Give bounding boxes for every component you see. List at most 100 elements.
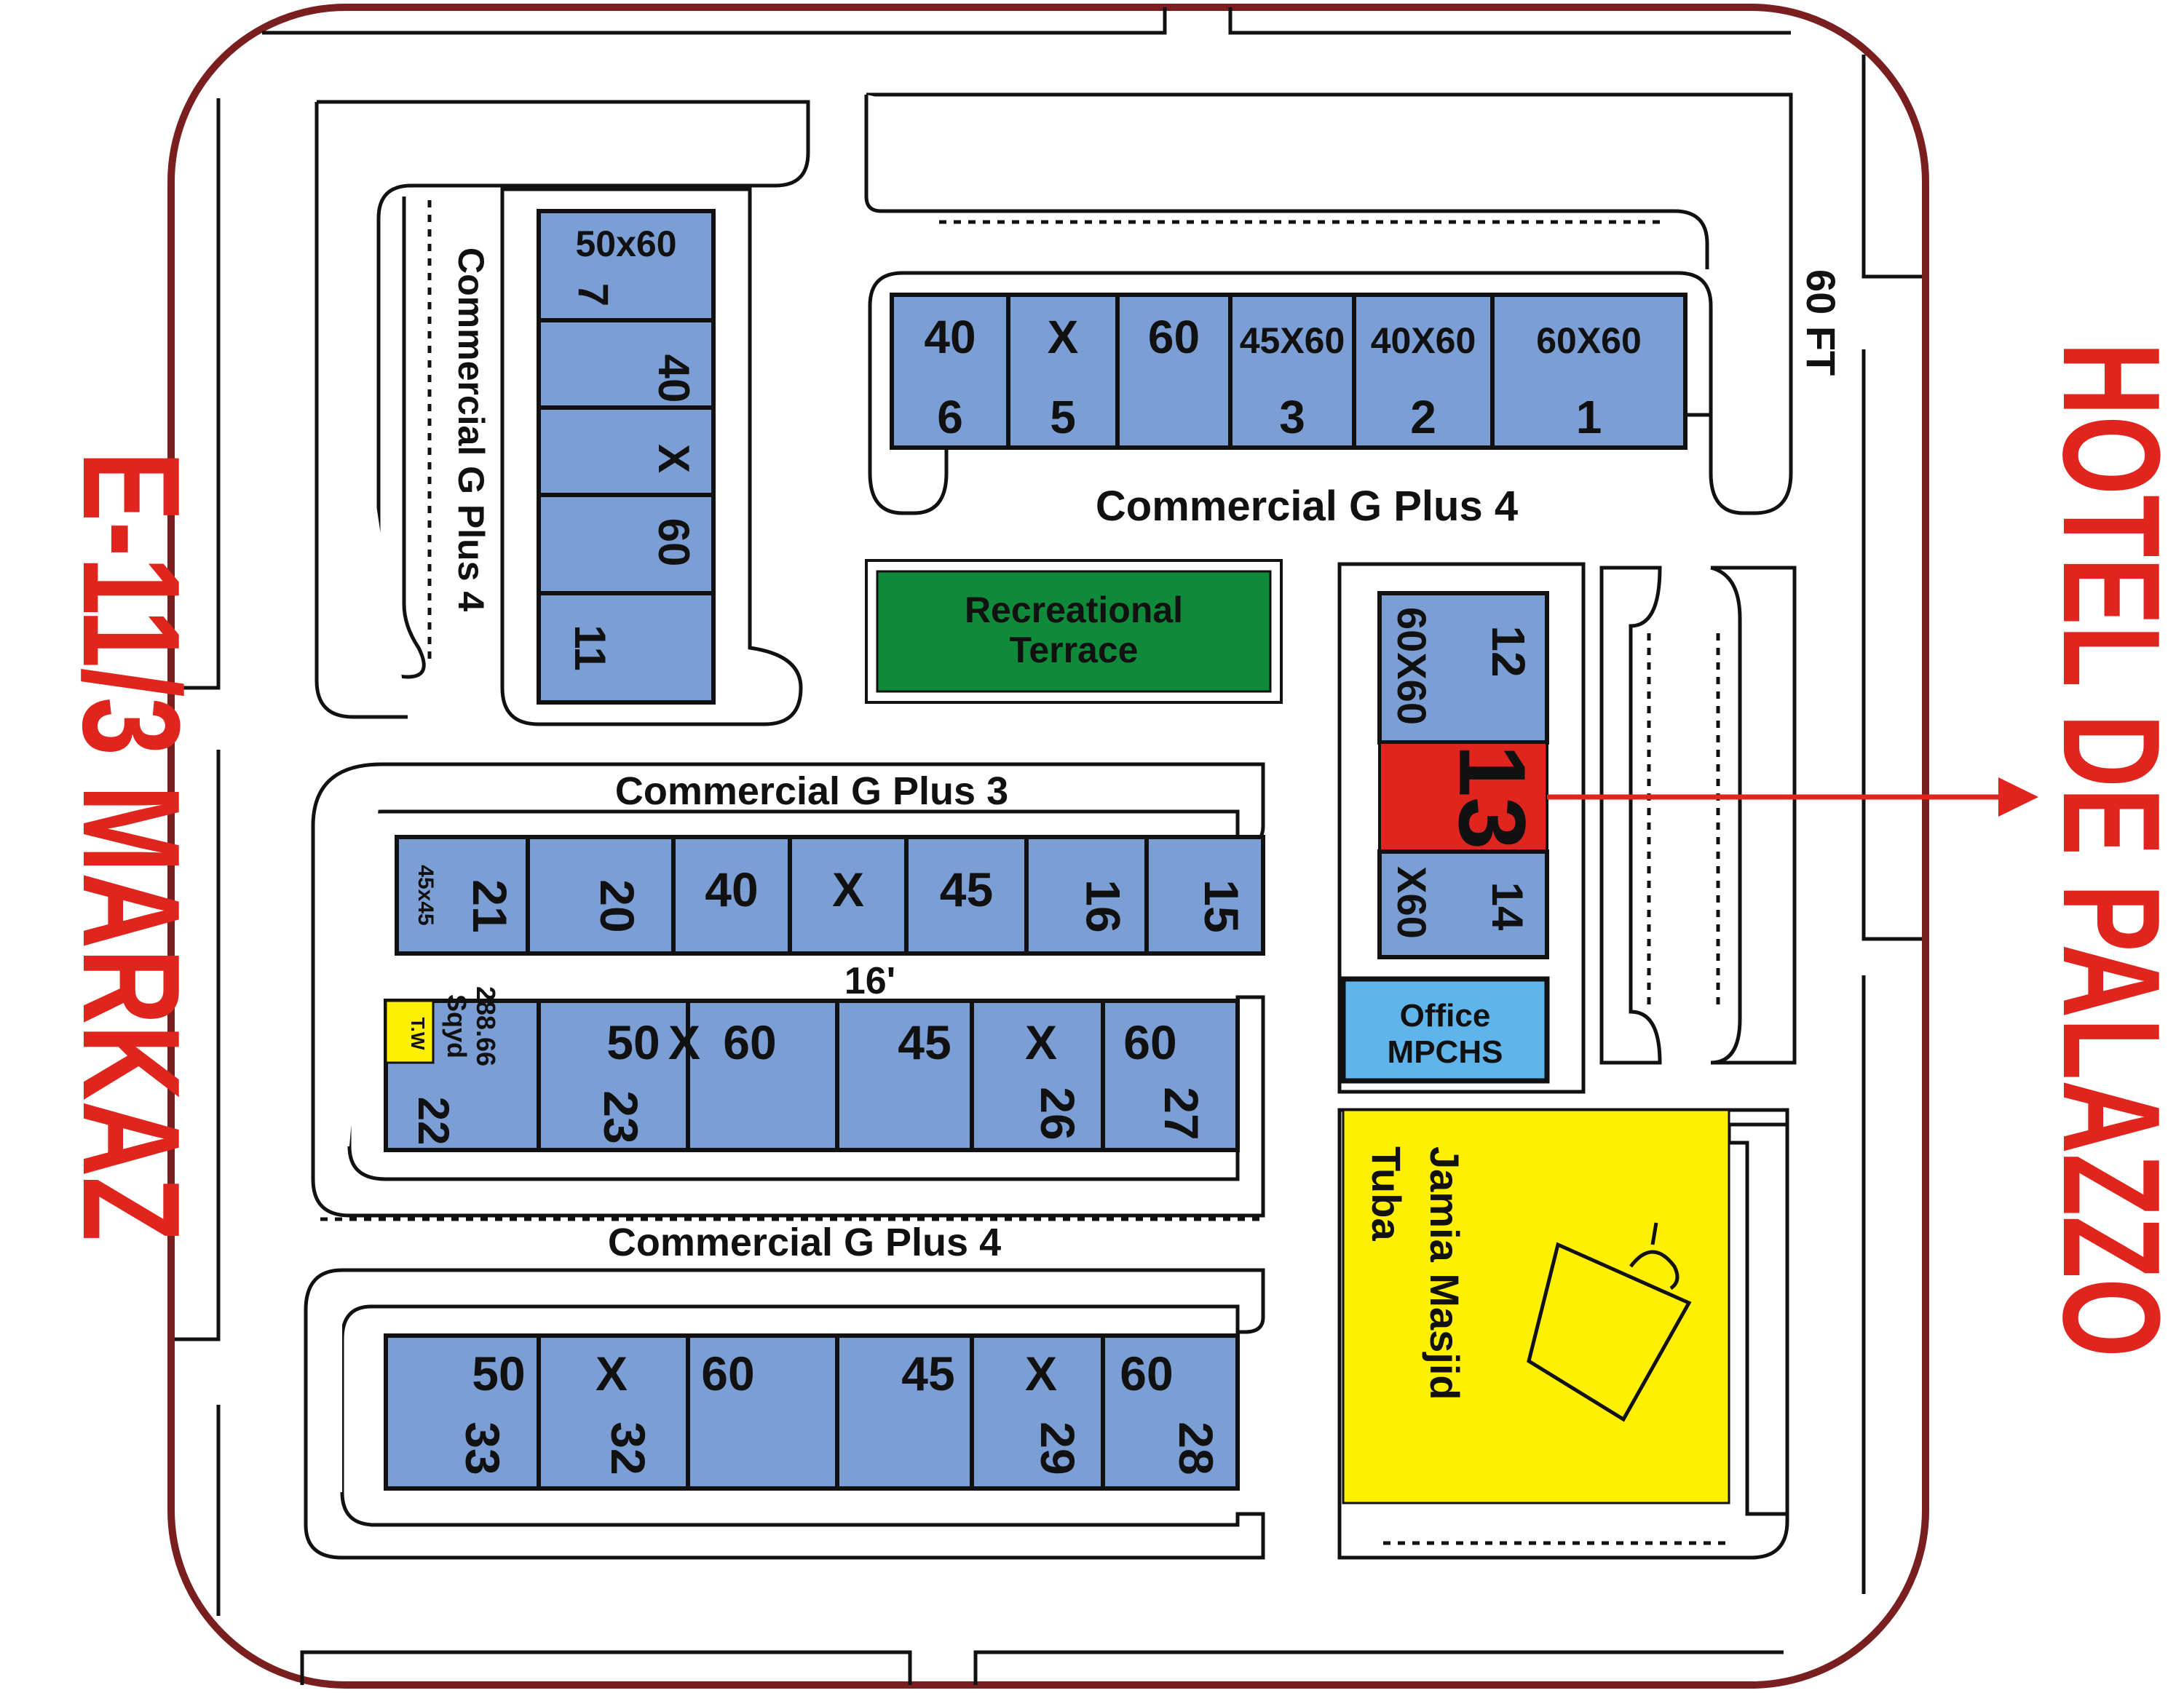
block-label-top: Commercial G Plus 4 (1096, 483, 1518, 530)
top-upper-road (864, 95, 1709, 269)
plot-size-label: 50 (472, 1347, 525, 1400)
plot-size-label: X (596, 1347, 628, 1400)
plot-size-label: 40 (705, 863, 758, 916)
plot-size-label: X (832, 863, 864, 916)
plot-cell (970, 999, 1105, 1152)
plot-cell (537, 999, 690, 1152)
map-border (167, 4, 1929, 1689)
plot-cell (686, 1333, 839, 1491)
g3-outer (311, 762, 1265, 1218)
office-mpchs (1340, 976, 1550, 1084)
block-label-g3: Commercial G Plus 3 (615, 769, 1008, 813)
plot-number: 28 (1169, 1422, 1223, 1475)
plot-small-label: 45x45 (414, 865, 438, 925)
plot-cell (537, 209, 716, 322)
recreational-terrace (876, 570, 1272, 693)
plot-cell (671, 835, 792, 956)
plot-number: 20 (590, 879, 644, 932)
plot-cell (788, 835, 909, 956)
plot-number: 29 (1031, 1422, 1085, 1475)
plot-size-label: 40 (649, 354, 698, 403)
plot-cell (1101, 1333, 1240, 1491)
plot-size-label: 50 (606, 1015, 660, 1069)
plot-cell (395, 835, 530, 956)
plot-size-label: X (1048, 311, 1079, 363)
jamia-masjid-label: Jamia MasjidTuba (1364, 1146, 1468, 1400)
plot-cell (384, 1333, 541, 1491)
plot-cell (1490, 293, 1688, 450)
plot-size-label: 45X60 (1240, 320, 1345, 361)
plot-size-label: 60 (1148, 311, 1200, 363)
plot-size-label: 60 (1120, 1347, 1173, 1400)
bottom-outline (340, 1268, 1265, 1514)
tw-marker (384, 999, 435, 1064)
plot-number: 14 (1483, 882, 1532, 931)
plot-cell (970, 1333, 1105, 1491)
plot-number: 23 (594, 1090, 648, 1143)
plot-size-label: 60 (1123, 1015, 1176, 1069)
plot-number: 6 (937, 391, 963, 443)
plot-cell (1115, 293, 1233, 450)
plot-size-label: 50x60 (575, 223, 676, 264)
plot-size-label: 60 (649, 518, 698, 567)
plot-number: 33 (456, 1422, 510, 1475)
plot-number: 7 (569, 283, 617, 306)
left-road-outer (314, 102, 408, 719)
block-label-left: Commercial G Plus 4 (451, 247, 491, 611)
gap-label: 16' (844, 960, 895, 1002)
plot-number: 21 (463, 879, 517, 932)
g3-top-row-plots: 21 20 40 X 45 16 15 45x45 (395, 835, 1265, 956)
plot-size-label: 60 (723, 1015, 776, 1069)
plot-cell (537, 591, 716, 705)
plot-size-label: X60 (1389, 866, 1435, 939)
plot-number: 16 (1077, 879, 1131, 932)
bottom-outer (304, 1268, 1265, 1560)
plot-size-label: X (1025, 1347, 1057, 1400)
hotel-arrow-head (1998, 777, 2038, 817)
plot-cell (537, 405, 716, 497)
outer-roads (175, 7, 1922, 1685)
jamia-masjid-tuba (1342, 1109, 1730, 1504)
plot-number: 32 (601, 1422, 655, 1475)
right-road-strips (1599, 566, 1797, 1065)
plot-cell (1352, 293, 1495, 450)
plot-number-highlight: 13 (1439, 745, 1546, 850)
plot-cell (835, 999, 974, 1152)
plot-size-label: 45 (940, 863, 993, 916)
plot-cell (1377, 849, 1549, 959)
plot-highlight (1378, 741, 1548, 853)
plot-area-label: 288.66Sqyd (442, 986, 501, 1066)
plot-cell (537, 318, 716, 410)
plot-cell (904, 835, 1029, 956)
plot-size-label: 40 (924, 311, 976, 363)
plot-cell (1101, 999, 1240, 1152)
plot-number: 5 (1050, 391, 1076, 443)
plot-cell (686, 999, 839, 1152)
plot-size-label: 60 (701, 1347, 754, 1400)
plot-size-label: X (1025, 1015, 1057, 1069)
plot-size-label: 60X60 (1536, 320, 1642, 361)
title-right: HOTEL DE PALAZZO (2034, 342, 2184, 1357)
block-label-bottom: Commercial G Plus 4 (608, 1221, 1001, 1264)
plot-number: 26 (1031, 1087, 1085, 1140)
plot-cell (537, 493, 716, 595)
masjid-icon (1527, 1222, 1692, 1422)
plot-number: 22 (409, 1097, 458, 1146)
plot-size-label: 45 (898, 1015, 951, 1069)
plot-cell (890, 293, 1010, 450)
plot-number: 12 (1482, 625, 1535, 677)
plot-size-label: X (668, 1015, 700, 1069)
plot-number: 3 (1279, 391, 1305, 443)
plot-number: 15 (1195, 879, 1249, 932)
plot-size-label: 40X60 (1371, 320, 1476, 361)
plot-cell (526, 835, 676, 956)
road-label-60ft: 60 FT (1798, 269, 1844, 376)
